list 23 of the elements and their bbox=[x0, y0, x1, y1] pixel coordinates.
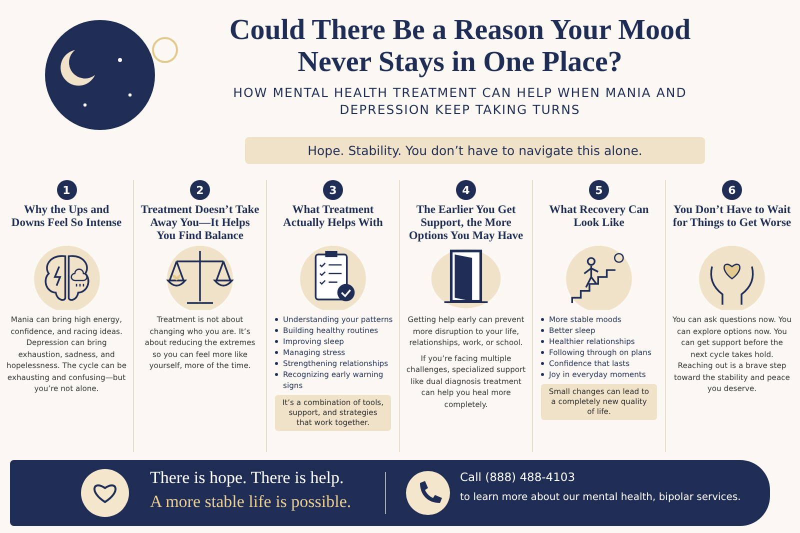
column-heading: Why the Ups and Downs Feel So Intense bbox=[10, 204, 123, 231]
footer-banner bbox=[10, 460, 770, 526]
title: Could There Be a Reason Your Mood Never Stays in One Place? bbox=[228, 14, 692, 78]
step-number: 3 bbox=[323, 180, 343, 200]
column-heading: You Don’t Have to Wait for Things to Get Worse bbox=[672, 204, 792, 231]
step-number: 4 bbox=[456, 180, 476, 200]
column-heading: What Treatment Actually Helps With bbox=[282, 204, 384, 231]
subtitle: HOW MENTAL HEALTH TREATMENT CAN HELP WHEN MANIA AND DEPRESSION KEEP TAKING TURNS bbox=[232, 84, 688, 118]
step-number: 5 bbox=[589, 180, 609, 200]
note-highlight bbox=[541, 384, 657, 420]
tagline-text: Hope. Stability. You don’t have to navigate this alone. bbox=[308, 143, 642, 158]
column-heading: The Earlier You Get Support, the More Options You May Have bbox=[408, 204, 524, 244]
note-highlight bbox=[275, 395, 391, 431]
column-heading: What Recovery Can Look Like bbox=[548, 204, 650, 231]
column-heading: Treatment Doesn’t Take Away You—It Helps You Find Balance bbox=[140, 204, 260, 244]
banner-text: There is hope. There is help. bbox=[150, 468, 344, 488]
contact-text: to learn more about our mental health, bipolar services. bbox=[460, 492, 742, 503]
step-number: 1 bbox=[56, 180, 76, 200]
step-number: 6 bbox=[722, 180, 742, 200]
banner-text: A more stable life is possible. bbox=[150, 492, 352, 512]
tagline-band bbox=[245, 137, 705, 164]
step-number: 2 bbox=[190, 180, 210, 200]
contact-text: Call (888) 488-4103 bbox=[460, 470, 576, 484]
